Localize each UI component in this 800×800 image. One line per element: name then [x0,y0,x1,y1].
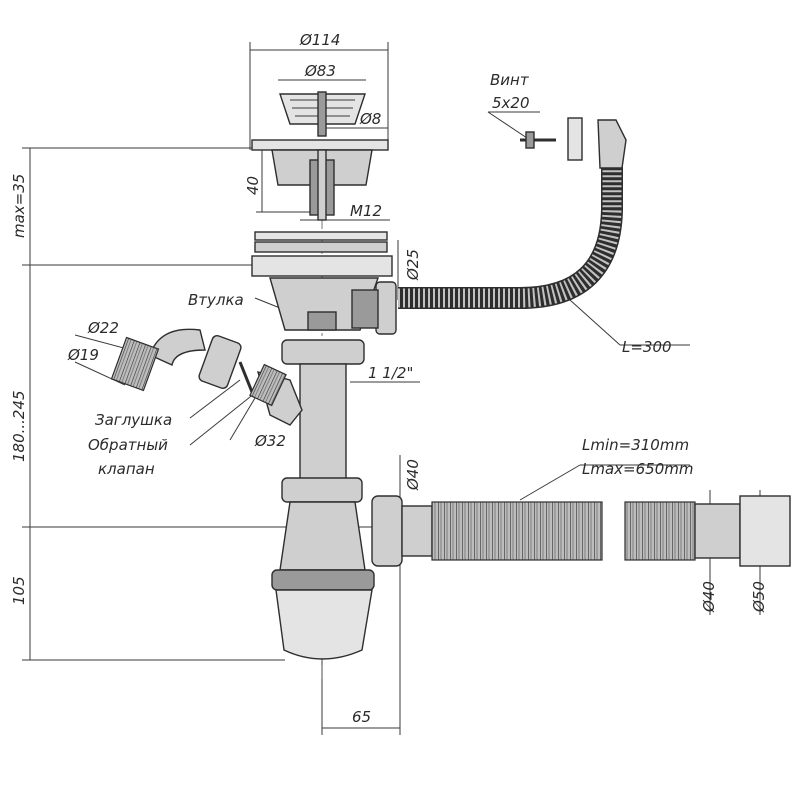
mounting-plates [251,231,393,277]
bottle-trap [271,495,403,660]
label-d22: Ø22 [87,319,119,337]
label-screw-title: Винт [490,71,530,89]
drain-body [269,277,397,503]
label-d83: Ø83 [304,62,336,80]
label-d8: Ø8 [359,110,381,128]
label-d19: Ø19 [67,346,99,364]
label-obratny: Обратный [88,436,168,454]
label-zaglushka: Заглушка [95,411,172,429]
sink-strainer [251,91,389,221]
side-inlet-parts [110,328,303,426]
label-h180: 180...245 [10,390,28,462]
label-d40-top: Ø40 [404,459,422,491]
label-thread: 1 1/2" [368,364,413,382]
label-d32: Ø32 [254,432,286,450]
annotation-labels: Ø114 Ø83 Ø8 40 M12 Ø25 Втулка L=300 Винт… [10,31,768,726]
outlet-hose [401,495,791,567]
label-l300: L=300 [622,338,672,356]
dimension-lines [22,42,761,735]
label-h40: 40 [244,176,262,195]
label-d25: Ø25 [404,249,422,281]
label-klapan: клапан [98,460,155,478]
label-vtulka: Втулка [188,291,244,309]
label-m12: M12 [350,202,382,220]
label-d40-right: Ø40 [700,581,718,613]
label-lmin: Lmin=310mm [582,436,689,454]
label-screw-size: 5x20 [492,94,530,112]
label-d50: Ø50 [750,581,768,613]
label-max35: max=35 [10,174,28,238]
label-w65: 65 [352,708,371,726]
overflow-hose [398,117,627,309]
label-h105: 105 [10,576,28,605]
label-d114: Ø114 [299,31,340,49]
label-lmax: Lmax=650mm [582,460,693,478]
